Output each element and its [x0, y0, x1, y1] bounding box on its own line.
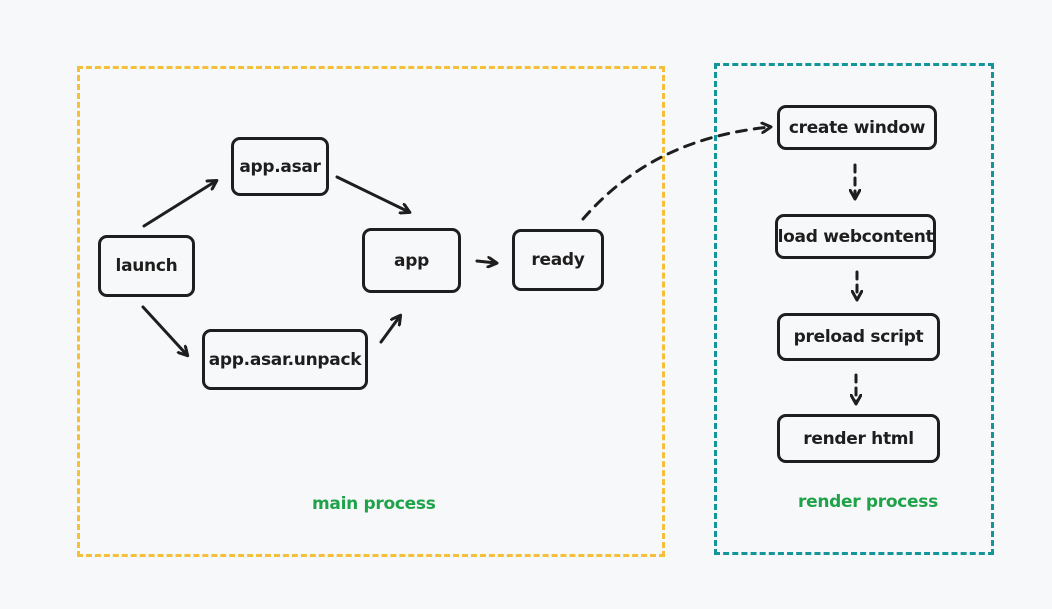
- render-process-label: render process: [798, 492, 938, 512]
- node-render-html: render html: [777, 414, 940, 463]
- node-load-webcontent: load webcontent: [775, 214, 936, 259]
- edge-launch-to-app-asar-unpack: [141, 305, 187, 355]
- edge-launch-to-app-asar: [142, 181, 216, 228]
- node-preload-script: preload script: [777, 313, 940, 361]
- render-process-region: [714, 63, 994, 555]
- node-ready: ready: [512, 229, 604, 291]
- edge-ready-to-create-window: [581, 127, 770, 221]
- main-process-region: [77, 66, 665, 557]
- node-app: app: [362, 228, 461, 293]
- node-create-window: create window: [777, 105, 937, 150]
- node-launch: launch: [98, 235, 195, 297]
- edge-app-asar-unpack-to-app: [379, 316, 400, 344]
- node-app-asar-unpack: app.asar.unpack: [202, 329, 368, 390]
- edge-app-asar-to-app: [335, 175, 409, 212]
- node-app-asar: app.asar: [231, 137, 329, 196]
- main-process-label: main process: [312, 494, 436, 514]
- edge-app-to-ready: [475, 261, 496, 263]
